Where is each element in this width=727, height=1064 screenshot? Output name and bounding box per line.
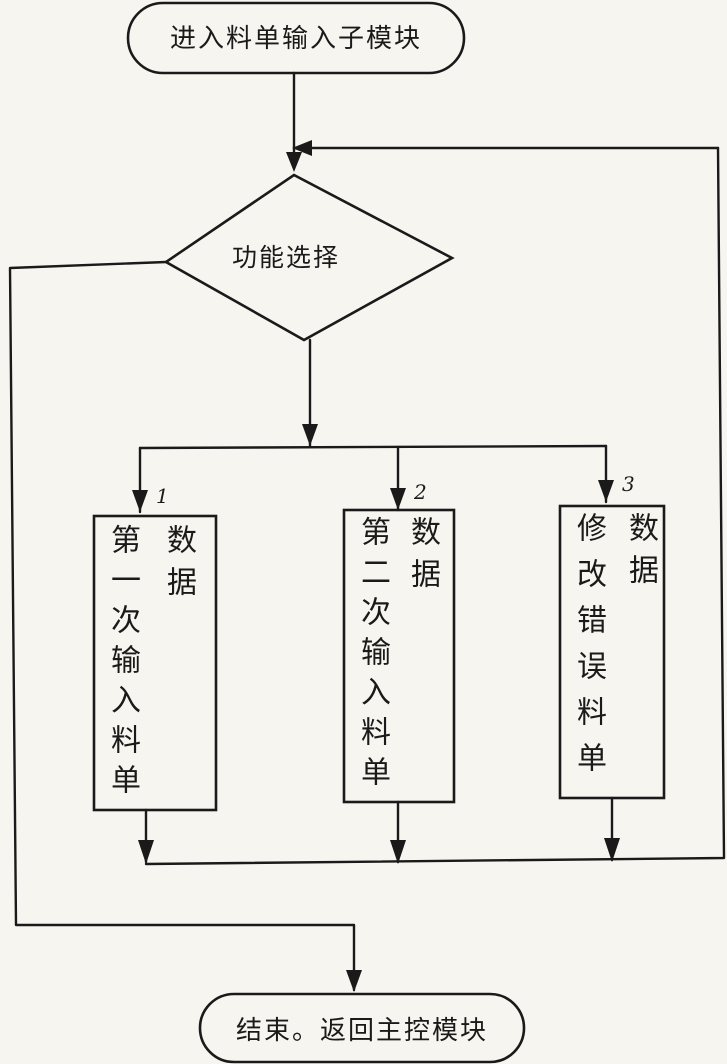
box-1-left-text: 第一次输入料单	[105, 524, 140, 804]
box-3-left-text: 修改错误料单	[571, 512, 606, 788]
collector-bus-loop	[144, 146, 726, 866]
arrow-branch-3	[598, 480, 614, 502]
decision-label: 功能选择	[231, 243, 340, 272]
branch-bus-top	[138, 444, 608, 450]
box-2-right-text: 数据	[405, 516, 440, 600]
end-label: 结束。返回主控模块	[235, 1016, 488, 1046]
branch-1-number: 1	[156, 484, 169, 508]
loop-return-arrowhead	[292, 140, 312, 156]
arrow-box-3-out	[604, 838, 620, 862]
branch-2-number: 2	[414, 480, 427, 504]
start-label: 进入料单输入子模块	[169, 24, 422, 54]
arrow-branch-1	[132, 490, 148, 512]
arrow-box-2-out	[390, 840, 406, 864]
box-2-left-text: 第二次输入料单	[355, 516, 390, 796]
branch-3-number: 3	[622, 472, 635, 496]
arrow-decision-down	[302, 424, 318, 446]
arrow-box-1-out	[138, 840, 154, 864]
arrow-into-end	[346, 970, 362, 992]
end-terminal	[198, 992, 526, 1064]
box-1-right-text: 数据	[161, 524, 196, 608]
exit-path	[8, 260, 356, 992]
process-box-1	[92, 514, 218, 812]
start-terminal	[126, 1, 466, 75]
arrow-branch-2	[390, 488, 406, 510]
box-3-right-text: 数据	[623, 512, 658, 596]
arrow-into-decision	[286, 152, 302, 172]
decision-diamond	[163, 173, 455, 342]
